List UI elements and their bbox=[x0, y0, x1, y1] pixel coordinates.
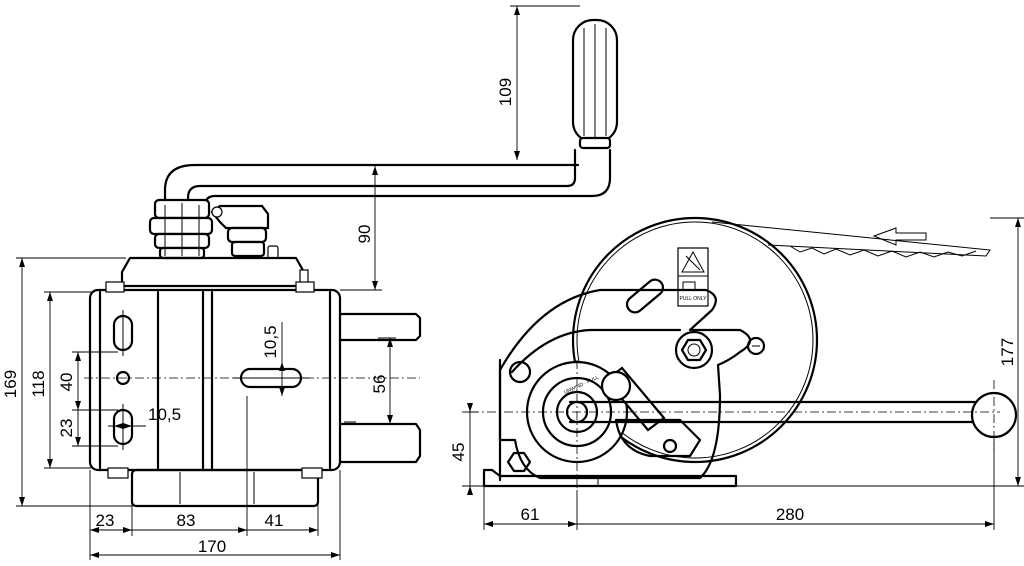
drum-bracket bbox=[338, 312, 422, 464]
dim-total-height: 169 bbox=[1, 370, 20, 398]
bolt-upper bbox=[508, 360, 532, 384]
housing-cap bbox=[120, 256, 306, 288]
gear-hub bbox=[148, 198, 279, 260]
brake-lever bbox=[600, 366, 702, 458]
dimension-arrowheads bbox=[19, 6, 1021, 558]
dim-hole-spacing: 40 bbox=[57, 373, 76, 392]
crank-handle bbox=[163, 18, 619, 208]
winch-front-view bbox=[84, 18, 619, 508]
dim-axis-height: 45 bbox=[449, 443, 468, 462]
winch-side-view: PULL ONLY UNWIND · PULL bbox=[470, 216, 1018, 490]
winch-base bbox=[107, 467, 323, 508]
warning-icon: PULL ONLY bbox=[677, 247, 709, 307]
dim-crank-height: 90 bbox=[355, 225, 374, 244]
dim-handle-reach: 280 bbox=[776, 505, 804, 524]
dim-bracket-width: 56 bbox=[370, 375, 389, 394]
dim-bottom-a: 23 bbox=[96, 511, 115, 530]
dim-slot-width-large: 10,5 bbox=[261, 325, 280, 358]
dim-overall-width: 170 bbox=[198, 537, 226, 556]
side-frame bbox=[498, 288, 752, 480]
dim-axis-offset: 61 bbox=[521, 505, 540, 524]
dim-side-total-height: 177 bbox=[998, 338, 1017, 366]
dim-handle-height: 109 bbox=[496, 78, 515, 106]
bolt-lower bbox=[506, 451, 532, 473]
dim-housing-height: 118 bbox=[29, 370, 48, 397]
winch-drum bbox=[571, 216, 819, 464]
dim-slot-width-small: 10,5 bbox=[148, 405, 181, 424]
winch-cable bbox=[711, 221, 991, 258]
arrow-left-icon bbox=[872, 227, 927, 246]
dim-bottom-c: 41 bbox=[265, 511, 284, 530]
left-dimensions: 169 118 40 23 10,5 10,5 56 109 90 bbox=[1, 5, 580, 560]
hex-nut bbox=[674, 330, 714, 370]
dim-slot-offset: 23 bbox=[57, 419, 76, 438]
dim-bottom-b: 83 bbox=[177, 511, 196, 530]
pull-only-label: PULL ONLY bbox=[680, 296, 708, 302]
